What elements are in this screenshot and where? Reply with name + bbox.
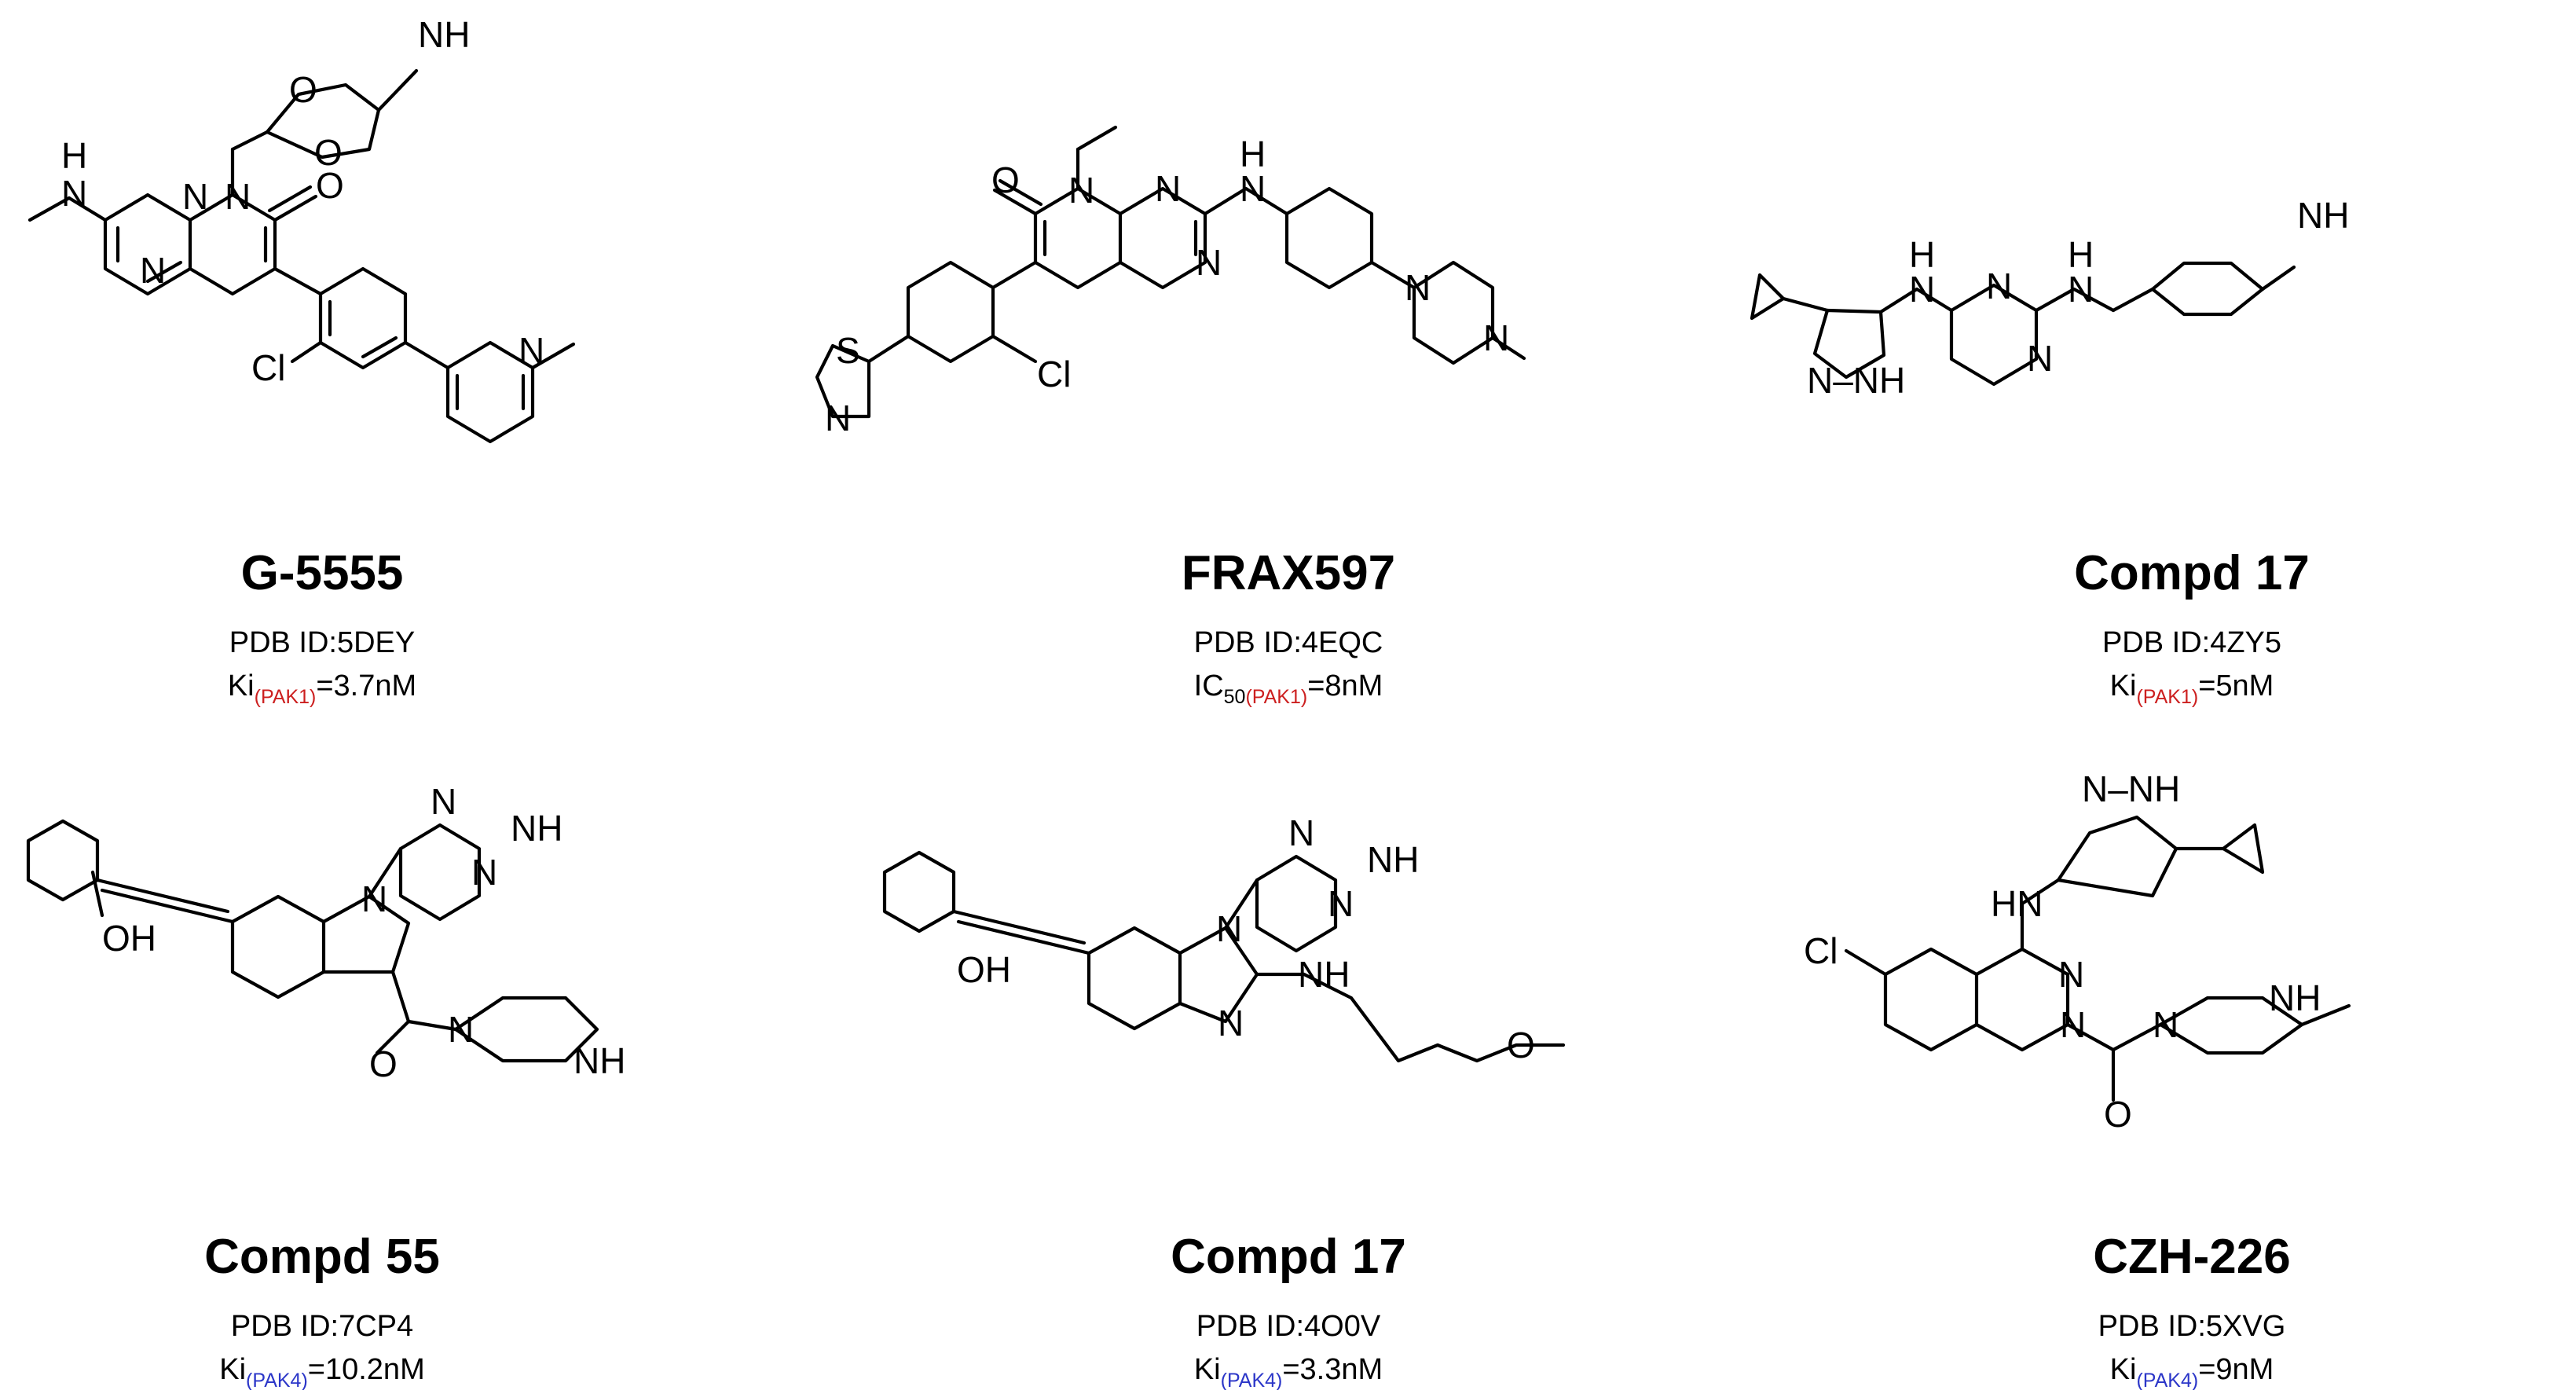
atom-label: N bbox=[1328, 883, 1354, 924]
atom-label: N bbox=[518, 330, 544, 371]
compound-name: CZH-226 bbox=[2093, 1230, 2291, 1284]
pdb-id: PDB ID:4ZY5 bbox=[2102, 626, 2281, 659]
atom-label: N bbox=[1405, 267, 1431, 308]
atom-label: Cl bbox=[251, 347, 285, 388]
atom-label: NH bbox=[2297, 195, 2349, 236]
atom-label: N bbox=[1218, 1003, 1244, 1043]
atom-label: N bbox=[1909, 269, 1935, 310]
atom-label: N bbox=[2027, 338, 2053, 379]
atom-label: N–NH bbox=[2082, 768, 2180, 809]
atom-label: N bbox=[2060, 1004, 2086, 1045]
atom-label: N bbox=[825, 398, 851, 438]
atom-label: N bbox=[1986, 266, 2012, 306]
atom-label: N bbox=[225, 176, 251, 217]
atom-label: H bbox=[1909, 234, 1935, 275]
atom-label: O bbox=[1507, 1025, 1535, 1065]
atom-label: H bbox=[2068, 234, 2094, 275]
atom-label: N bbox=[182, 176, 208, 217]
activity-line: Ki(PAK4)=3.3nM bbox=[1194, 1353, 1383, 1390]
compound-name: G-5555 bbox=[241, 546, 404, 600]
atom-label: H bbox=[61, 135, 87, 176]
structure-compd-17-pak4 bbox=[882, 850, 1566, 1063]
structure-frax597 bbox=[815, 125, 1526, 419]
atom-label: NH bbox=[418, 14, 470, 55]
atom-label: N bbox=[1068, 170, 1094, 211]
atom-label: H bbox=[1240, 134, 1266, 174]
atom-label: N bbox=[1196, 242, 1222, 283]
atom-label: N bbox=[2058, 954, 2084, 995]
caption-compound-1: G-5555 PDB ID:5DEY Ki(PAK1)=3.7nM bbox=[228, 546, 416, 708]
pdb-id: PDB ID:4O0V bbox=[1196, 1310, 1381, 1343]
pdb-id: PDB ID:5XVG bbox=[2098, 1310, 2286, 1343]
atom-label: NH bbox=[1298, 954, 1350, 995]
atom-label: O bbox=[314, 132, 343, 173]
atom-label: NH bbox=[573, 1040, 625, 1081]
atom-label: OH bbox=[102, 918, 156, 959]
atom-label: O bbox=[991, 160, 1020, 200]
atom-label: O bbox=[369, 1043, 398, 1084]
atom-label: N bbox=[361, 878, 387, 919]
atom-label: N bbox=[61, 173, 87, 214]
atom-label: HN bbox=[1991, 883, 2043, 924]
pdb-id: PDB ID:4EQC bbox=[1194, 626, 1383, 659]
activity-line: Ki(PAK4)=9nM bbox=[2110, 1353, 2274, 1390]
atom-label: N bbox=[2068, 269, 2094, 310]
atom-label: Cl bbox=[1804, 930, 1838, 971]
atom-labels: N N N O H N O O NH Cl N O N N N H N N N … bbox=[61, 14, 2349, 1135]
atom-label: N bbox=[1216, 908, 1242, 949]
atom-label: NH bbox=[1367, 839, 1419, 880]
activity-line: Ki(PAK1)=5nM bbox=[2110, 669, 2274, 708]
atom-label: S bbox=[836, 330, 860, 371]
structure-compd-17-pak1 bbox=[1750, 261, 2296, 387]
compound-name: Compd 55 bbox=[204, 1230, 440, 1284]
atom-label: O bbox=[2104, 1094, 2132, 1135]
atom-label: OH bbox=[957, 949, 1011, 990]
structure-compd-55 bbox=[26, 819, 599, 1063]
structure-g-5555 bbox=[27, 68, 576, 444]
atom-label: NH bbox=[2269, 977, 2321, 1018]
atom-label: N–NH bbox=[1807, 360, 1905, 401]
atom-label: NH bbox=[511, 808, 562, 849]
activity-line: Ki(PAK4)=10.2nM bbox=[219, 1353, 424, 1390]
pdb-id: PDB ID:5DEY bbox=[229, 626, 416, 659]
atom-label: N bbox=[471, 852, 497, 893]
caption-compound-2: FRAX597 PDB ID:4EQC IC50(PAK1)=8nM bbox=[1182, 546, 1395, 708]
compound-name: Compd 17 bbox=[1171, 1230, 1406, 1284]
atom-label: N bbox=[1155, 168, 1181, 209]
activity-line: IC50(PAK1)=8nM bbox=[1194, 669, 1383, 708]
atom-label: N bbox=[1483, 317, 1509, 358]
caption-compound-3: Compd 17 PDB ID:4ZY5 Ki(PAK1)=5nM bbox=[2074, 546, 2310, 708]
atom-label: N bbox=[140, 250, 166, 291]
atom-label: N bbox=[1288, 812, 1314, 853]
atom-label: Cl bbox=[1037, 354, 1071, 394]
structure-czh-226 bbox=[1844, 815, 2351, 1102]
atom-label: N bbox=[1240, 168, 1266, 209]
caption-compound-5: Compd 17 PDB ID:4O0V Ki(PAK4)=3.3nM bbox=[1171, 1230, 1406, 1390]
caption-compound-4: Compd 55 PDB ID:7CP4 Ki(PAK4)=10.2nM bbox=[204, 1230, 440, 1390]
atom-label: N bbox=[431, 781, 456, 822]
activity-line: Ki(PAK1)=3.7nM bbox=[228, 669, 416, 708]
atom-label: O bbox=[316, 165, 344, 206]
atom-label: N bbox=[2153, 1004, 2178, 1045]
compound-name: FRAX597 bbox=[1182, 546, 1395, 600]
atom-label: O bbox=[289, 69, 317, 110]
caption-compound-6: CZH-226 PDB ID:5XVG Ki(PAK4)=9nM bbox=[2093, 1230, 2291, 1390]
compound-name: Compd 17 bbox=[2074, 546, 2310, 600]
atom-label: N bbox=[448, 1009, 474, 1050]
pdb-id: PDB ID:7CP4 bbox=[231, 1310, 413, 1343]
